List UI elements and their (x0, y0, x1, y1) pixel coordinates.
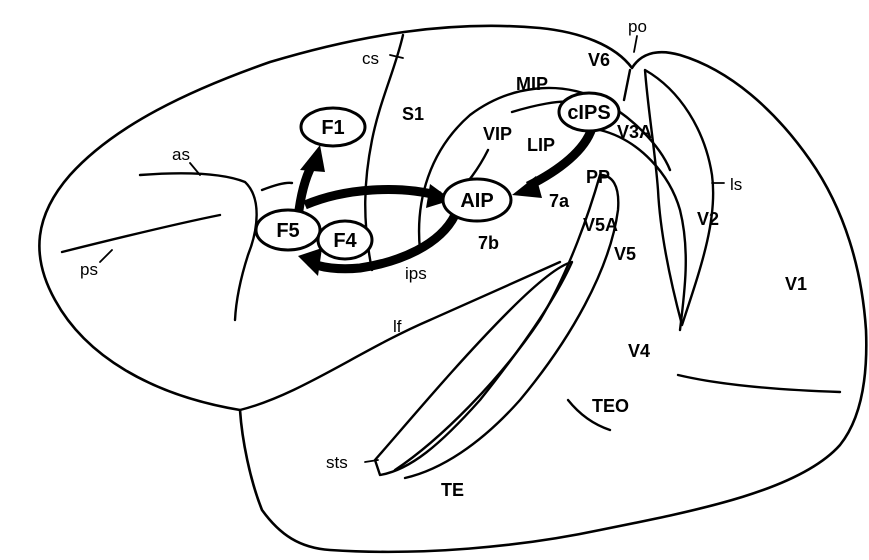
v2-v1-loop (645, 70, 713, 325)
7a-label: 7a (549, 191, 570, 211)
cs-label: cs (362, 49, 379, 68)
v5a-label: V5A (583, 215, 618, 235)
sts-label: sts (326, 453, 348, 472)
mip-label: MIP (516, 74, 548, 94)
f5-label: F5 (276, 220, 299, 242)
v4-label: V4 (628, 341, 650, 361)
pp-label: PP (586, 167, 610, 187)
v4-boundary (678, 375, 840, 392)
lateral-fissure-lower (240, 262, 560, 410)
teo-label: TEO (592, 396, 629, 416)
f1-label: F1 (321, 117, 344, 139)
po-leader (634, 36, 637, 52)
s1-label: S1 (402, 104, 424, 124)
cips-label: cIPS (567, 102, 610, 124)
principal-sulcus (62, 215, 220, 252)
ips-label: ips (405, 264, 427, 283)
v2-label: V2 (697, 209, 719, 229)
arrowhead-f5 (298, 248, 322, 276)
arrowhead-f1 (300, 145, 325, 172)
brain-outline (39, 26, 866, 552)
te-label: TE (441, 480, 464, 500)
aip-label: AIP (460, 190, 493, 212)
v6-label: V6 (588, 50, 610, 70)
po-label: po (628, 17, 647, 36)
arcuate-sulcus (140, 173, 257, 320)
v1-label: V1 (785, 274, 807, 294)
ps-leader (100, 250, 112, 262)
v3a-label: V3A (617, 122, 652, 142)
v5-label: V5 (614, 244, 636, 264)
parieto-occipital-sulcus (624, 70, 630, 100)
7b-label: 7b (478, 233, 499, 253)
f4-label: F4 (333, 230, 357, 252)
ps-label: ps (80, 260, 98, 279)
ls-label: ls (730, 175, 742, 194)
arcuate-spur (262, 183, 292, 190)
lip-label: LIP (527, 135, 555, 155)
vip-label: VIP (483, 124, 512, 144)
lf-label: lf (393, 317, 402, 336)
arrow-f5-aip (305, 190, 440, 205)
intraparietal-sulcus (419, 88, 670, 250)
as-label: as (172, 145, 190, 164)
